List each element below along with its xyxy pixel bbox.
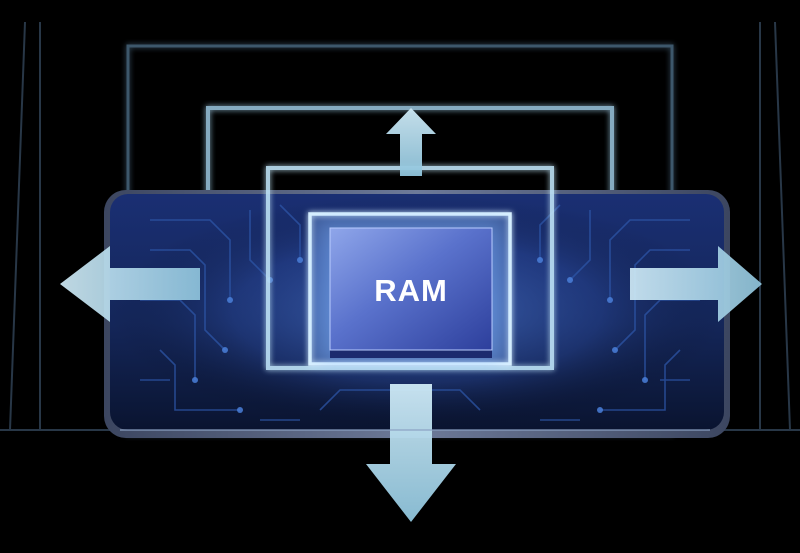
- arrow-left-icon: [60, 246, 200, 322]
- ram-chip: [329, 227, 493, 358]
- arrow-down-icon: [366, 384, 456, 522]
- arrow-right-icon: [630, 246, 762, 322]
- circuit-nodes: [192, 257, 648, 413]
- arrow-up-icon: [386, 108, 436, 176]
- chip-label: RAM: [374, 273, 448, 308]
